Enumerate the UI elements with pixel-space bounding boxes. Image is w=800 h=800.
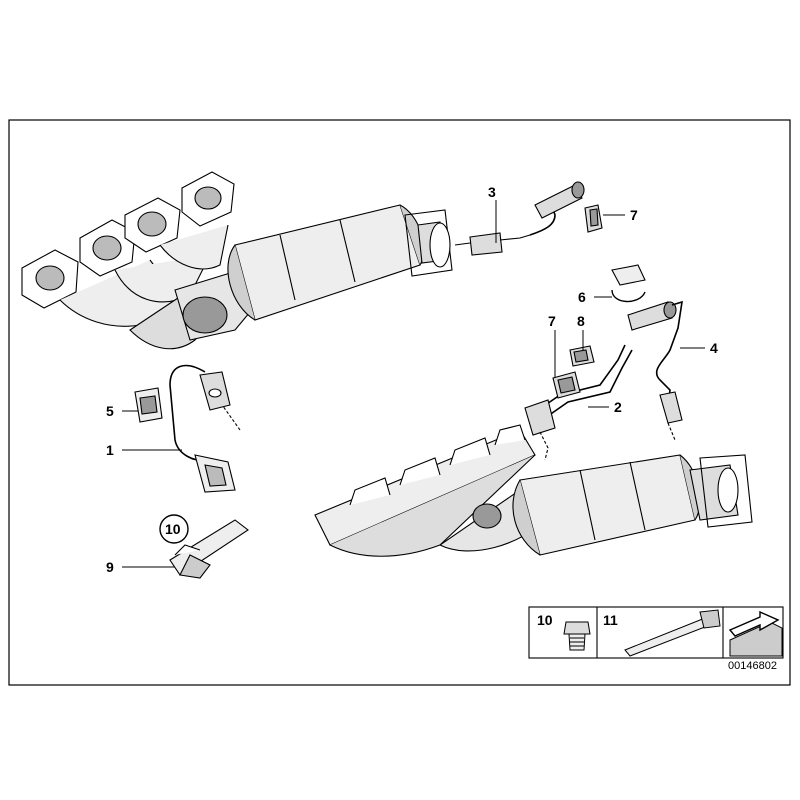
cable-clip-7-top (584, 204, 603, 233)
oxygen-sensor-3 (454, 181, 585, 256)
upper-exhaust-manifold (21, 171, 453, 350)
callout-2: 2 (614, 399, 622, 415)
callout-4: 4 (710, 340, 718, 356)
cable-clip-7-mid (552, 371, 581, 399)
leader-lines (122, 200, 705, 568)
callout-10-circle (159, 514, 189, 544)
callout-8: 8 (577, 313, 585, 329)
callout-10: 10 (165, 521, 181, 537)
lower-exhaust-manifold (314, 424, 753, 557)
bolt-icon (563, 621, 591, 651)
arrow-icon (728, 610, 783, 657)
cable-tie-icon (624, 609, 721, 657)
cable-clip-8 (569, 345, 595, 367)
cable-clip-5 (134, 387, 163, 423)
oxygen-sensor-4 (627, 300, 683, 441)
oxygen-sensor-1 (169, 364, 241, 493)
callout-5: 5 (106, 403, 114, 419)
callout-6: 6 (578, 289, 586, 305)
oxygen-sensor-2 (524, 344, 633, 461)
callout-7-top: 7 (630, 207, 638, 223)
diagram-reference-id: 00146802 (728, 660, 777, 672)
legend-item-11: 11 (603, 612, 618, 628)
callout-9: 9 (106, 559, 114, 575)
callout-1: 1 (106, 442, 114, 458)
callout-3: 3 (488, 184, 496, 200)
cable-clip-6 (611, 264, 646, 303)
legend-item-10: 10 (537, 612, 553, 628)
callout-7-mid: 7 (548, 313, 556, 329)
bracket-9 (169, 519, 249, 579)
